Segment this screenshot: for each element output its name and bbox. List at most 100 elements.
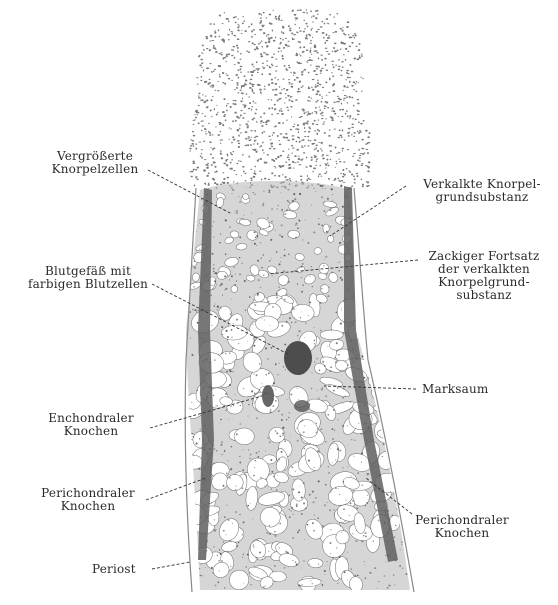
cartilage-cell-dot	[301, 86, 303, 88]
tissue-speckle	[277, 475, 278, 476]
tissue-speckle	[254, 231, 256, 233]
tissue-speckle	[241, 263, 242, 264]
tissue-speckle	[199, 249, 200, 250]
tissue-speckle	[269, 525, 270, 526]
cartilage-cell-dot	[308, 72, 310, 74]
bone-lacuna	[388, 196, 397, 206]
cartilage-cell-dot	[294, 155, 296, 157]
cartilage-cell-dot	[331, 119, 334, 121]
cartilage-cell-dot	[241, 87, 242, 89]
cartilage-cell-dot	[220, 131, 222, 133]
cartilage-cell-dot	[201, 125, 204, 126]
tissue-speckle	[347, 467, 348, 468]
tissue-speckle	[231, 299, 232, 300]
tissue-speckle	[235, 211, 236, 212]
tissue-speckle	[229, 419, 230, 420]
tissue-speckle	[275, 230, 276, 231]
cartilage-cell-dot	[316, 124, 319, 125]
tissue-speckle	[274, 531, 275, 532]
cartilage-cell-dot	[242, 104, 244, 105]
cartilage-cell-dot	[330, 145, 332, 147]
cartilage-cell-dot	[275, 108, 276, 110]
cartilage-cell-dot	[283, 47, 285, 49]
cartilage-cell-dot	[212, 84, 214, 85]
cartilage-cell-dot	[321, 98, 323, 99]
cartilage-cell-dot	[248, 108, 251, 110]
cartilage-cell-dot	[241, 175, 242, 176]
tissue-speckle	[273, 382, 275, 384]
tissue-speckle	[325, 396, 326, 397]
cartilage-cell-dot	[250, 169, 252, 170]
cartilage-cell-dot	[316, 68, 319, 69]
tissue-speckle	[193, 513, 194, 514]
cartilage-cell-dot	[309, 128, 311, 129]
cartilage-cell-dot	[214, 69, 216, 70]
cartilage-cell-dot	[253, 149, 256, 151]
tissue-speckle	[293, 479, 294, 480]
tissue-speckle	[342, 425, 344, 427]
tissue-speckle	[394, 536, 396, 538]
tissue-speckle	[254, 565, 255, 566]
cartilage-cell-dot	[349, 81, 351, 83]
cartilage-cell-dot	[359, 130, 362, 131]
tissue-speckle	[196, 186, 197, 187]
tissue-speckle	[220, 419, 222, 421]
tissue-speckle	[191, 514, 193, 516]
cartilage-cell-dot	[202, 99, 204, 101]
tissue-speckle	[315, 431, 317, 433]
cartilage-cell-dot	[286, 120, 288, 121]
cartilage-cell-dot	[313, 15, 315, 17]
tissue-speckle	[364, 577, 366, 579]
tissue-speckle	[410, 396, 411, 397]
cartilage-cell-dot	[324, 105, 326, 107]
tissue-speckle	[340, 518, 341, 519]
cartilage-cell-dot	[294, 79, 296, 81]
tissue-speckle	[311, 204, 312, 205]
cartilage-cell-dot	[269, 73, 272, 75]
cartilage-cell-dot	[219, 53, 221, 55]
tissue-speckle	[395, 245, 397, 247]
cartilage-cell-dot	[343, 173, 344, 175]
cartilage-cell-dot	[217, 134, 220, 136]
tissue-speckle	[284, 300, 285, 301]
cartilage-cell-dot	[316, 52, 319, 53]
tissue-speckle	[372, 501, 374, 503]
cartilage-cell-dot	[256, 48, 259, 49]
tissue-speckle	[365, 532, 367, 534]
cartilage-cell-dot	[201, 130, 203, 132]
cartilage-cell-dot	[277, 100, 279, 102]
cartilage-cell-dot	[315, 17, 317, 19]
cartilage-cell-dot	[318, 57, 320, 59]
tissue-speckle	[226, 505, 227, 506]
cartilage-cell-dot	[324, 132, 326, 134]
tissue-speckle	[358, 226, 359, 227]
cartilage-cell-dot	[234, 89, 236, 90]
tissue-speckle	[221, 283, 223, 285]
cartilage-cell-dot	[352, 35, 354, 36]
tissue-speckle	[343, 388, 344, 389]
cartilage-cell-dot	[318, 175, 319, 177]
cartilage-cell-dot	[301, 74, 304, 75]
cartilage-cell-dot	[261, 29, 263, 30]
cartilage-cell-dot	[367, 142, 369, 144]
tissue-speckle	[186, 573, 187, 574]
cartilage-cell-dot	[256, 121, 257, 123]
tissue-speckle	[395, 423, 397, 425]
tissue-speckle	[347, 364, 348, 365]
cartilage-cell-dot	[311, 28, 312, 29]
cartilage-cell-dot	[237, 38, 240, 40]
tissue-speckle	[313, 231, 315, 233]
tissue-speckle	[382, 185, 383, 186]
cartilage-cell-dot	[339, 130, 341, 132]
cartilage-cell-dot	[343, 90, 344, 91]
cartilage-cell-dot	[356, 140, 358, 141]
cartilage-cell-dot	[231, 142, 233, 143]
tissue-speckle	[312, 286, 313, 287]
tissue-speckle	[214, 529, 216, 531]
cartilage-cell-dot	[304, 136, 306, 137]
tissue-speckle	[214, 519, 215, 520]
tissue-speckle	[228, 519, 230, 521]
cartilage-cell-dot	[222, 124, 224, 126]
cartilage-cell-dot	[341, 180, 344, 182]
cartilage-cell-dot	[302, 124, 305, 125]
